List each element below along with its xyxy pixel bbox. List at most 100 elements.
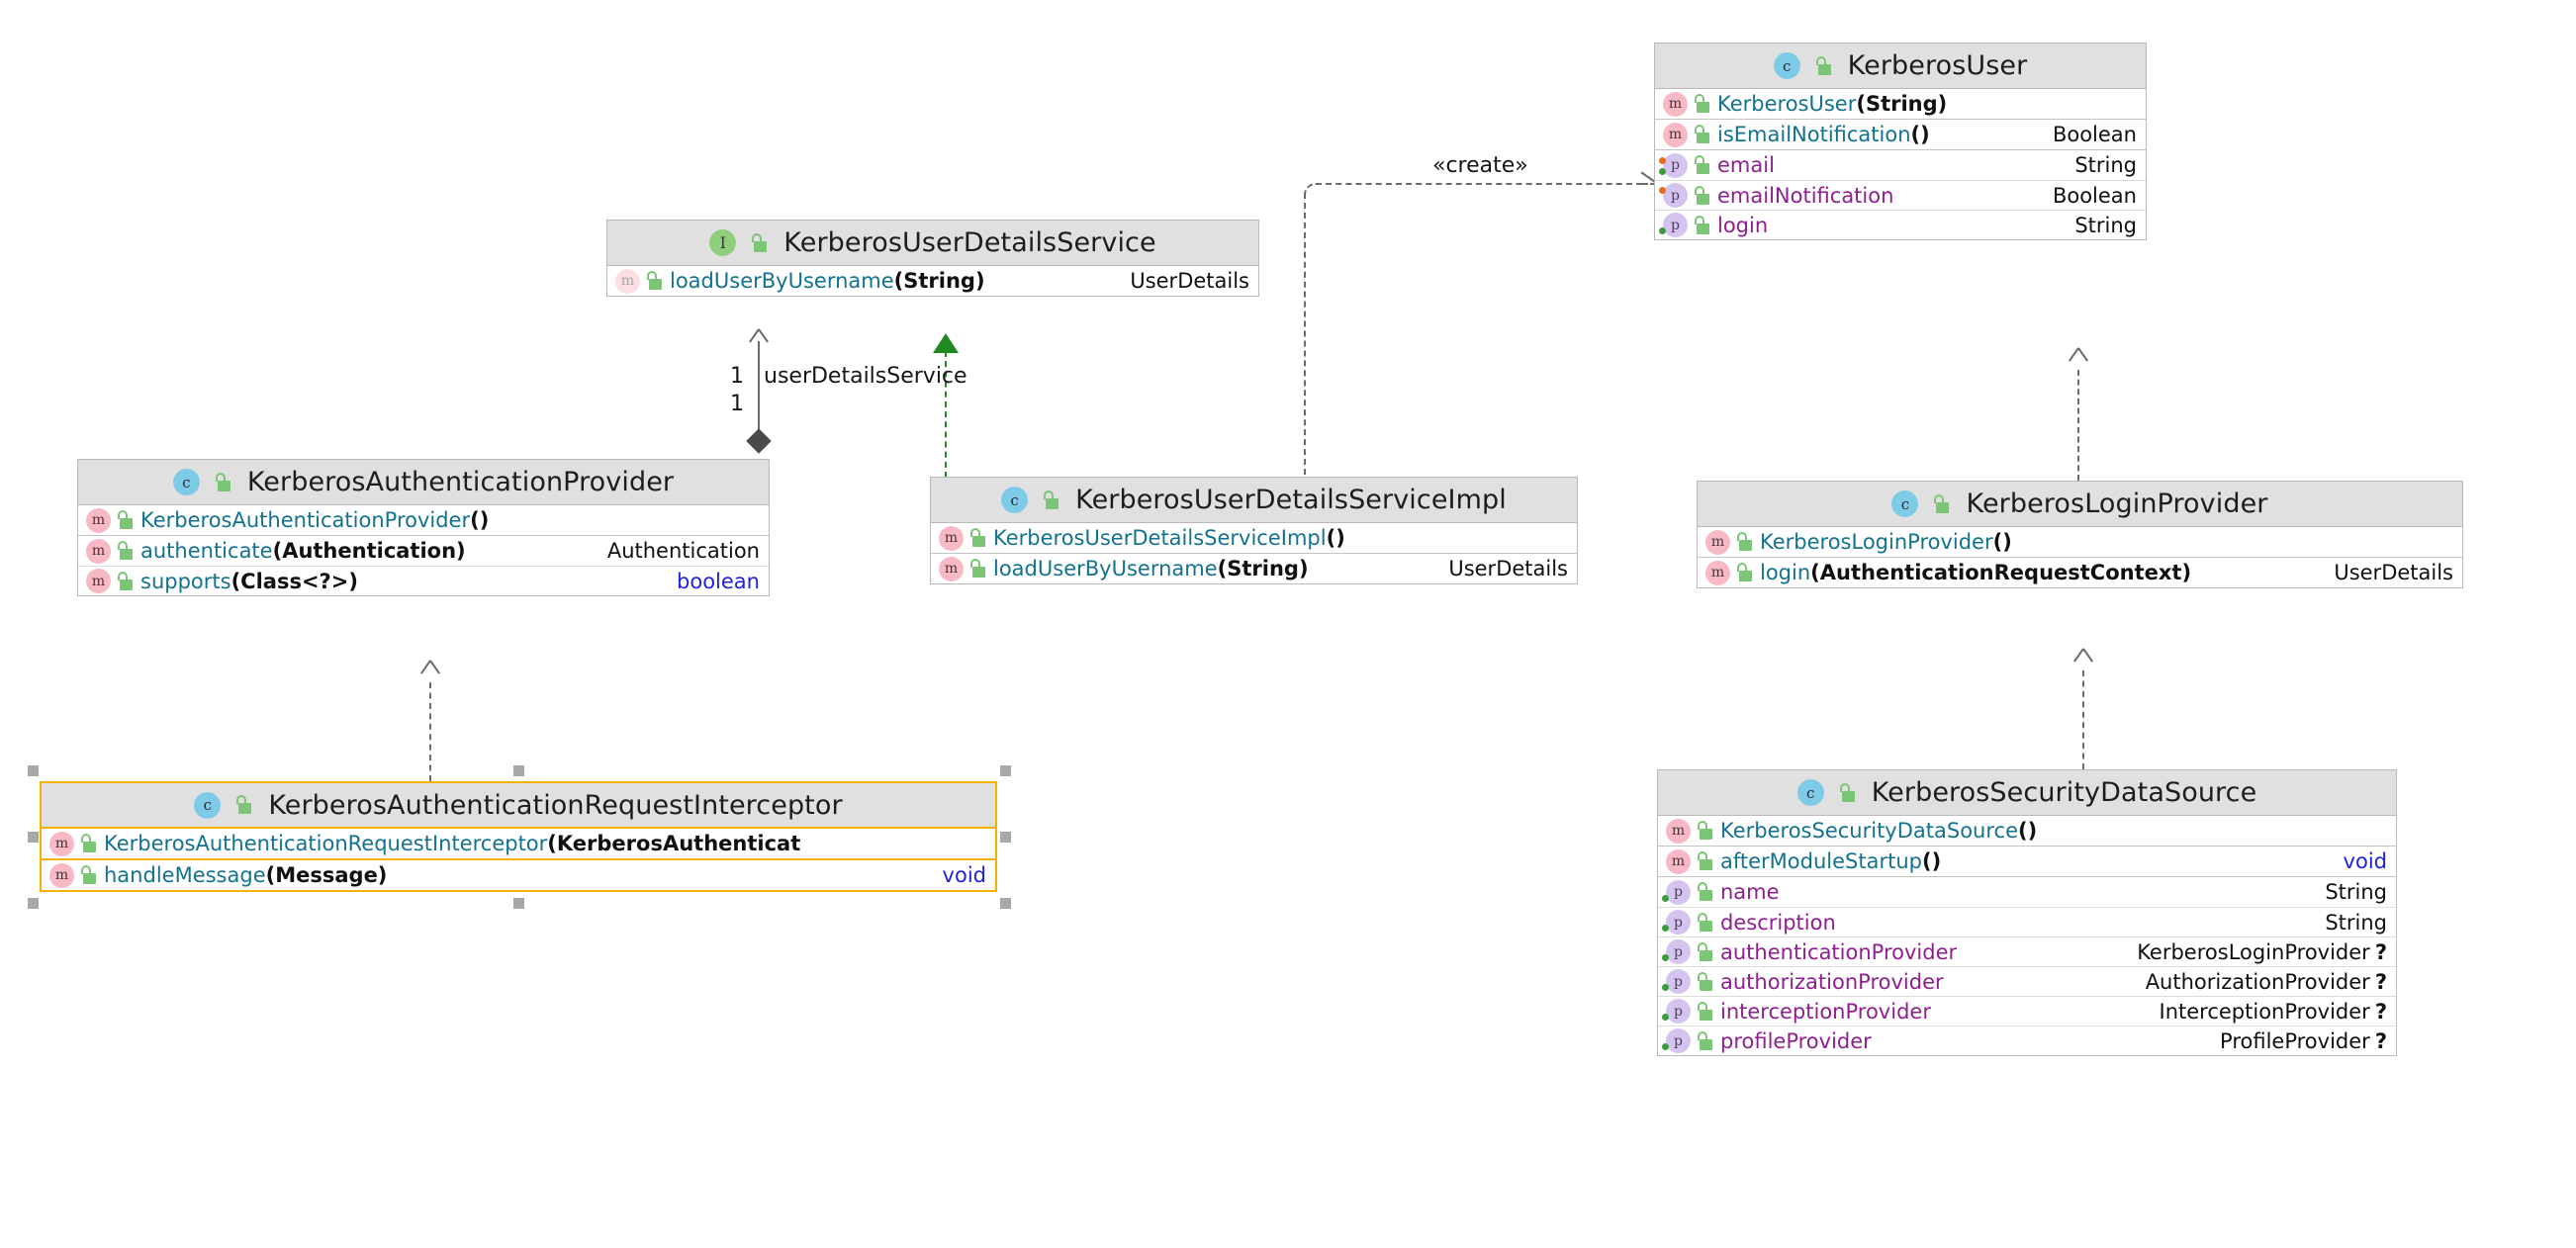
connector-corner [1304, 183, 1320, 199]
selection-handle-4[interactable] [28, 832, 39, 843]
lock-shackle [1698, 882, 1707, 891]
member-signature: KerberosUser(String) [1717, 92, 1947, 116]
member-signature: profileProvider [1720, 1029, 1872, 1053]
public-lock-icon [750, 232, 769, 253]
public-lock-icon [1693, 155, 1711, 175]
property-getter-dot [1662, 954, 1669, 961]
public-lock-icon [1696, 1030, 1714, 1051]
return-type-label: AuthorizationProvider [2145, 969, 2370, 994]
member-signature: emailNotification [1717, 184, 1893, 208]
selection-handle-1[interactable] [28, 765, 39, 776]
member-signature: afterModuleStartup() [1720, 849, 1941, 873]
nullable-marker: ? [2374, 939, 2387, 964]
member-return-type: boolean [671, 570, 760, 593]
class-name-label: KerberosUserDetailsService [783, 227, 1156, 258]
member-signature: authenticationProvider [1720, 940, 1957, 964]
lock-body [83, 842, 96, 852]
member-params: () [1326, 526, 1345, 550]
selection-handle-3[interactable] [1000, 765, 1011, 776]
selection-handle-7[interactable] [513, 898, 524, 909]
return-type-label: ProfileProvider [2220, 1028, 2370, 1053]
public-lock-icon [1696, 851, 1714, 871]
method-icon: m [1705, 529, 1730, 555]
method-icon: m [1663, 122, 1688, 147]
member-return-type: KerberosLoginProvider? [2131, 940, 2387, 964]
public-lock-icon [214, 472, 232, 492]
member-return-type: UserDetails [2328, 561, 2453, 584]
create-stereotype-label: «create» [1432, 153, 1528, 178]
lock-body [1697, 102, 1709, 113]
lock-body [238, 803, 252, 814]
lock-body [1739, 540, 1752, 551]
member-params: (AuthenticationRequestContext) [1810, 561, 2192, 584]
property-setter-dot [1659, 187, 1666, 194]
selection-handle-5[interactable] [1000, 832, 1011, 843]
lock-shackle [1737, 563, 1747, 572]
public-lock-icon [968, 528, 987, 548]
member-name: loadUserByUsername [670, 269, 894, 293]
lock-body [1700, 859, 1712, 870]
property-getter-dot [1662, 1014, 1669, 1021]
lock-shackle [1698, 941, 1707, 951]
property-icon: p [1659, 183, 1688, 208]
selection-handle-6[interactable] [28, 898, 39, 909]
member-name: handleMessage [104, 863, 266, 887]
member-params: () [1992, 530, 2012, 554]
member-signature: KerberosAuthenticationProvider() [140, 508, 489, 532]
selection-handle-2[interactable] [513, 765, 524, 776]
public-lock-icon [1838, 782, 1857, 803]
arrow-head-line [420, 660, 431, 674]
public-lock-icon [1042, 490, 1060, 510]
class-name-label: KerberosUser [1847, 50, 2028, 81]
selection-handle-8[interactable] [1000, 898, 1011, 909]
member-return-type: String [2069, 153, 2137, 177]
public-lock-icon [79, 865, 98, 885]
method-icon: m [939, 556, 964, 581]
lock-body [1841, 790, 1855, 802]
lock-body [1700, 1038, 1712, 1050]
lock-shackle [1698, 1001, 1707, 1011]
method-icon: m [1666, 848, 1691, 874]
lock-shackle [1934, 493, 1945, 503]
lock-body [1700, 1009, 1712, 1021]
lock-shackle [1698, 912, 1707, 922]
lock-body [754, 240, 768, 252]
class-name-label: KerberosLoginProvider [1966, 489, 2268, 519]
member-signature: description [1720, 911, 1836, 935]
